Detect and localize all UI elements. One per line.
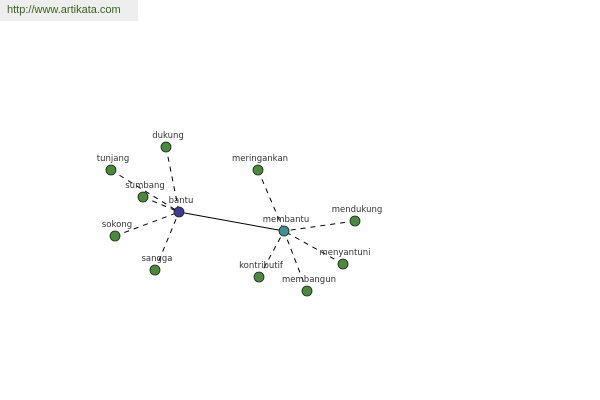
- leaf-node-kontributif[interactable]: [253, 271, 265, 283]
- edge-membangun-membantu: [283, 230, 308, 292]
- edge-meringankan-membantu: [257, 169, 285, 232]
- edge-dukung-bantu: [165, 146, 180, 213]
- leaf-label-dukung: dukung: [152, 131, 184, 141]
- leaf-node-menyantuni[interactable]: [337, 258, 349, 270]
- leaf-label-kontributif: kontributif: [239, 261, 284, 271]
- leaf-label-menyantuni: menyantuni: [320, 248, 371, 258]
- leaf-node-meringankan[interactable]: [252, 164, 264, 176]
- leaf-label-membangun: membangun: [282, 275, 336, 285]
- source-banner: http://www.artikata.com: [0, 0, 138, 21]
- source-link[interactable]: http://www.artikata.com: [7, 4, 121, 16]
- hub-node-membantu[interactable]: [278, 225, 290, 237]
- leaf-label-sokong: sokong: [102, 220, 132, 230]
- edge-sumbang-bantu: [142, 196, 180, 213]
- edge-menyantuni-membantu: [283, 230, 344, 265]
- edge-sangga-bantu: [154, 211, 180, 271]
- leaf-label-meringankan: meringankan: [232, 154, 288, 164]
- leaf-node-sokong[interactable]: [109, 230, 121, 242]
- leaf-label-sumbang: sumbang: [125, 181, 164, 191]
- leaf-node-dukung[interactable]: [160, 141, 172, 153]
- leaf-node-sangga[interactable]: [149, 264, 161, 276]
- leaf-label-mendukung: mendukung: [332, 205, 383, 215]
- leaf-node-tunjang[interactable]: [105, 164, 117, 176]
- leaf-node-mendukung[interactable]: [349, 215, 361, 227]
- hub-node-bantu[interactable]: [173, 206, 185, 218]
- edge-kontributif-membantu: [258, 230, 285, 278]
- leaf-node-membangun[interactable]: [301, 285, 313, 297]
- leaf-node-sumbang[interactable]: [137, 191, 149, 203]
- edge-tunjang-bantu: [110, 169, 180, 213]
- edge-bantu-membantu: [178, 211, 285, 232]
- leaf-label-tunjang: tunjang: [97, 154, 129, 164]
- edge-sokong-bantu: [114, 211, 180, 237]
- hub-label-membantu: membantu: [263, 215, 310, 225]
- leaf-label-sangga: sangga: [141, 254, 172, 264]
- hub-label-bantu: bantu: [169, 196, 194, 206]
- edge-mendukung-membantu: [283, 220, 356, 232]
